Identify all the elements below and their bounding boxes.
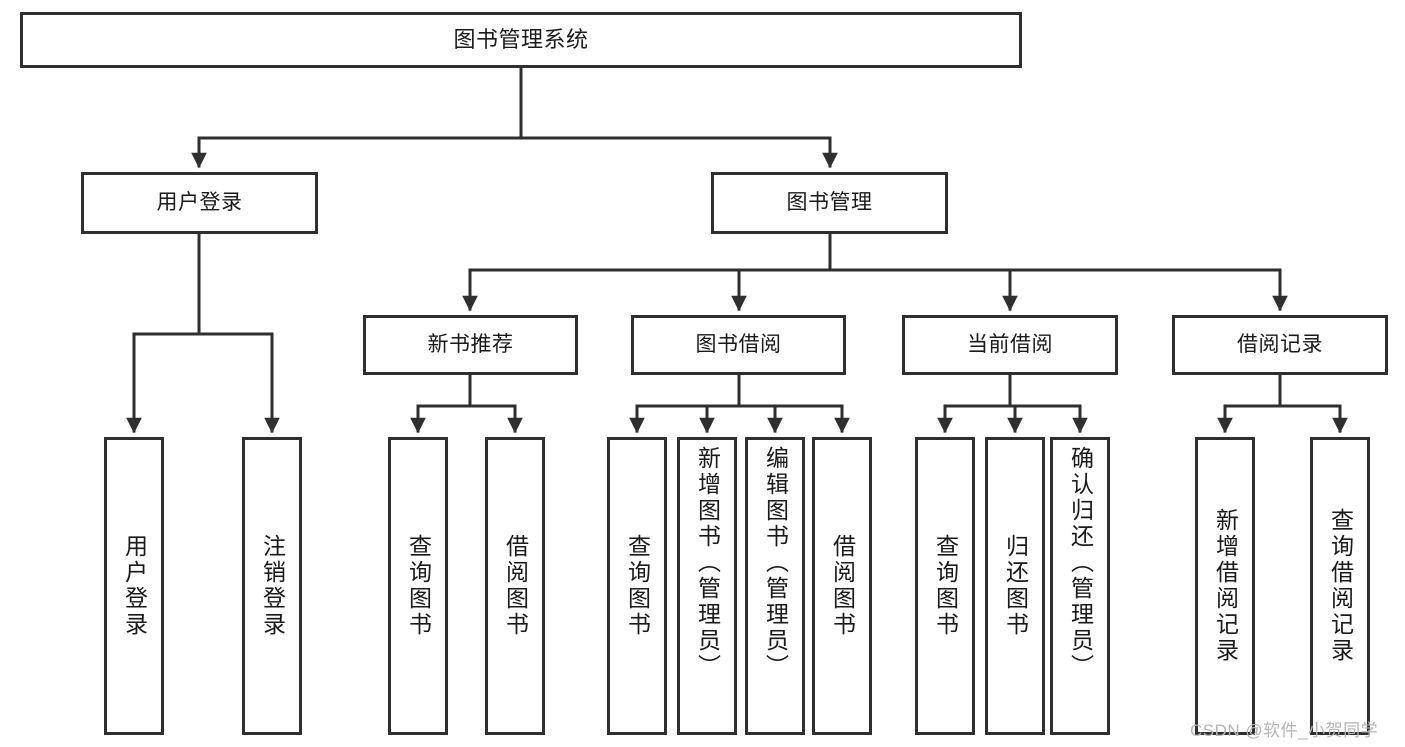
- leaf-record-query-record[interactable]: 查询借阅记录: [1310, 437, 1370, 735]
- node-label: 确认归还（管理员）: [1067, 446, 1094, 680]
- leaf-borrow-borrow-book[interactable]: 借阅图书: [812, 437, 872, 735]
- node-book-borrow[interactable]: 图书借阅: [631, 315, 846, 375]
- node-label: 查询图书: [624, 534, 651, 638]
- node-label: 借阅记录: [1237, 333, 1323, 357]
- node-label: 用户登录: [156, 191, 243, 215]
- node-label: 归还图书: [1002, 534, 1029, 638]
- leaf-borrow-edit-book-admin[interactable]: 编辑图书（管理员）: [745, 437, 805, 735]
- leaf-current-return-book[interactable]: 归还图书: [985, 437, 1045, 735]
- node-label: 编辑图书（管理员）: [762, 446, 789, 680]
- leaf-borrow-add-book-admin[interactable]: 新增图书（管理员）: [677, 437, 737, 735]
- leaf-newbook-query-book[interactable]: 查询图书: [388, 437, 448, 735]
- leaf-newbook-borrow-book[interactable]: 借阅图书: [485, 437, 545, 735]
- node-label: 查询图书: [405, 534, 432, 638]
- leaf-current-confirm-return-admin[interactable]: 确认归还（管理员）: [1050, 437, 1110, 735]
- node-current-borrow[interactable]: 当前借阅: [902, 315, 1118, 375]
- node-label: 图书管理: [786, 191, 873, 215]
- node-new-book-recommend[interactable]: 新书推荐: [363, 315, 578, 375]
- node-label: 图书管理系统: [453, 26, 589, 52]
- node-label: 新书推荐: [427, 333, 514, 357]
- leaf-current-query-book[interactable]: 查询图书: [915, 437, 975, 735]
- node-label: 新增借阅记录: [1212, 508, 1239, 664]
- node-label: 查询借阅记录: [1327, 508, 1354, 664]
- node-label: 查询图书: [932, 534, 959, 638]
- node-label: 借阅图书: [502, 534, 529, 638]
- node-label: 图书借阅: [695, 333, 782, 357]
- leaf-record-add-record[interactable]: 新增借阅记录: [1195, 437, 1255, 735]
- leaf-borrow-query-book[interactable]: 查询图书: [607, 437, 667, 735]
- leaf-user-login[interactable]: 用户登录: [104, 437, 164, 735]
- node-label: 新增图书（管理员）: [694, 446, 721, 680]
- node-label: 用户登录: [121, 534, 148, 638]
- node-label: 借阅图书: [829, 534, 856, 638]
- node-borrow-record[interactable]: 借阅记录: [1172, 315, 1388, 375]
- node-label: 当前借阅: [967, 333, 1053, 357]
- node-label: 注销登录: [259, 534, 286, 638]
- leaf-user-logout[interactable]: 注销登录: [242, 437, 302, 735]
- node-root-system[interactable]: 图书管理系统: [20, 12, 1022, 68]
- node-user-login[interactable]: 用户登录: [81, 172, 318, 234]
- node-book-management[interactable]: 图书管理: [711, 172, 948, 234]
